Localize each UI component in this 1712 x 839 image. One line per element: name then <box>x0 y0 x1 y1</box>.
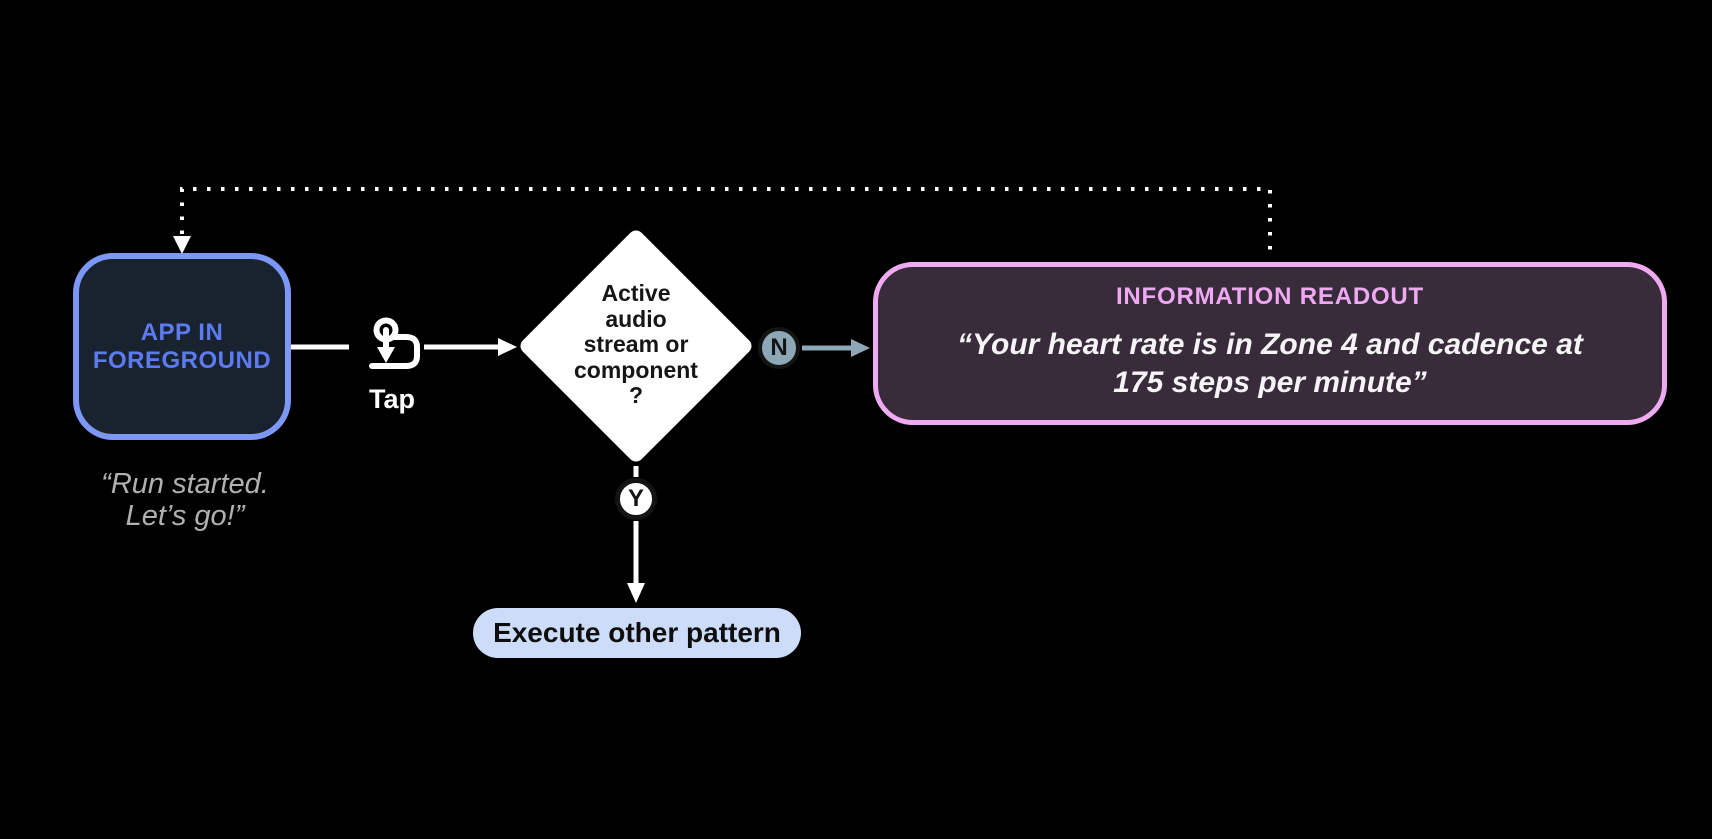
yes-branch-badge: Y <box>615 478 657 520</box>
information-readout-quote-line2: 175 steps per minute” <box>1113 366 1427 399</box>
information-readout-title: INFORMATION READOUT <box>1115 283 1425 310</box>
decision-label: Active audio stream or component ? <box>536 280 736 409</box>
information-readout-node: INFORMATION READOUT “Your heart rate is … <box>873 262 1667 425</box>
tap-label: Tap <box>369 384 415 414</box>
feedback-arrowhead <box>173 236 191 254</box>
app-foreground-label-line2: FOREGROUND <box>92 346 272 374</box>
decision-label-line5: ? <box>628 382 644 408</box>
information-readout-quote-line1: “Your heart rate is in Zone 4 and cadenc… <box>957 328 1583 361</box>
app-foreground-label-line1: APP IN <box>140 318 224 346</box>
app-spoken-quote-line1: “Run started. <box>101 468 269 500</box>
no-branch-badge: N <box>758 327 800 369</box>
decision-label-line4: component <box>574 356 698 383</box>
execute-other-pattern-node: Execute other pattern <box>473 608 801 658</box>
tap-to-decision-arrow <box>424 338 517 356</box>
yes-branch-arrow <box>627 466 645 603</box>
app-spoken-quote: “Run started. Let’s go!” <box>60 468 310 532</box>
app-foreground-node: APP IN FOREGROUND <box>73 253 291 440</box>
decision-label-line1: Active <box>601 280 671 306</box>
tap-icon <box>369 317 420 369</box>
feedback-loop-connector <box>173 187 1272 258</box>
app-spoken-quote-line2: Let’s go!” <box>125 500 245 532</box>
information-readout-quote: “Your heart rate is in Zone 4 and cadenc… <box>957 326 1583 402</box>
decision-label-line2: audio <box>605 305 667 332</box>
no-branch-arrow <box>802 339 870 357</box>
decision-label-line3: stream or <box>583 331 689 357</box>
